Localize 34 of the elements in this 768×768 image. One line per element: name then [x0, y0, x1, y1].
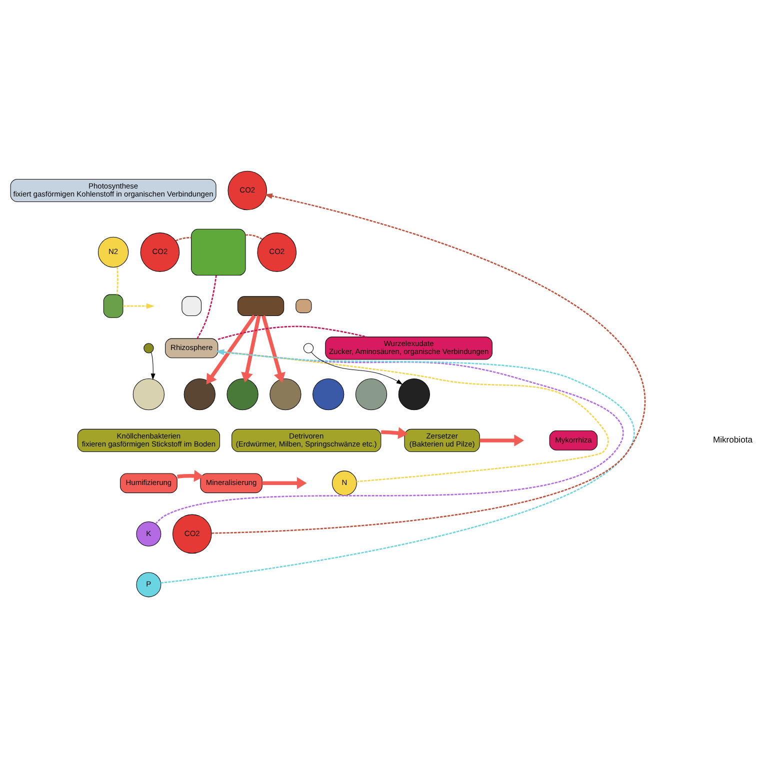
arrow: [206, 314, 256, 384]
node-circle: [270, 378, 302, 410]
node-circle: [398, 378, 430, 410]
arrow: [480, 434, 524, 446]
arrow: [155, 349, 624, 524]
connector: [218, 326, 367, 340]
label: Mikrobiota: [712, 434, 753, 444]
arrow: [311, 352, 403, 385]
node-box: [182, 296, 202, 316]
node-circle: [312, 378, 344, 410]
connector: [196, 275, 217, 339]
node-box: [237, 296, 284, 316]
node-circle: [303, 343, 314, 354]
arrow: [262, 315, 286, 383]
arrow: [123, 303, 154, 309]
arrow: [160, 349, 635, 584]
arrow: [262, 477, 307, 490]
node-circle: [132, 378, 165, 410]
connector: [116, 266, 118, 295]
arrow: [212, 193, 644, 534]
node-circle: [144, 343, 154, 354]
connector: [246, 234, 263, 240]
node-circle: [355, 378, 388, 410]
connector: [175, 237, 192, 242]
arrow: [177, 470, 204, 482]
node-box: [191, 228, 246, 276]
arrow: [216, 349, 609, 482]
node-circle: [184, 378, 216, 410]
arrow: [241, 315, 261, 382]
node-circle: [226, 378, 258, 410]
node-box: [296, 299, 312, 314]
arrow: [150, 352, 156, 380]
arrow: [381, 427, 408, 439]
node-box: [103, 294, 124, 318]
